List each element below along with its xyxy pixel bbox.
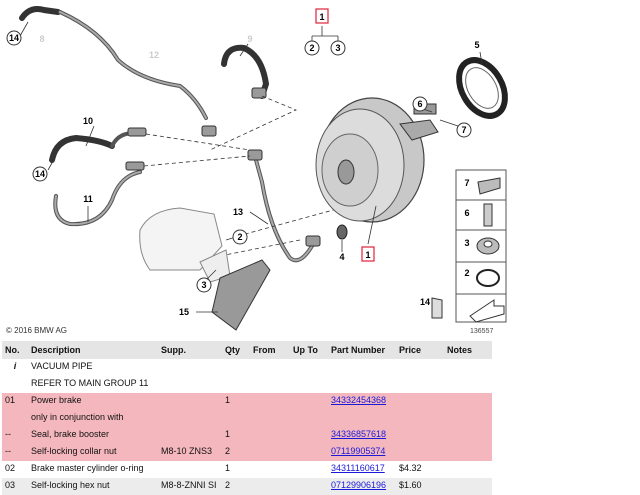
cell-description: Seal, brake booster — [28, 427, 158, 444]
brake-booster — [315, 97, 439, 223]
cell-description: REFER TO MAIN GROUP 11 — [31, 378, 149, 388]
header-description: Description — [28, 341, 158, 359]
callout-9: 9 — [247, 34, 252, 44]
svg-text:3: 3 — [201, 280, 206, 290]
callout-3-top: 3 — [330, 40, 346, 56]
legend-2: 2 — [464, 268, 469, 278]
cell-description: Power brake — [28, 393, 158, 410]
svg-text:2: 2 — [237, 232, 242, 242]
part-number-link[interactable]: 34336857618 — [328, 427, 396, 444]
seal-ring — [456, 57, 508, 119]
svg-text:1: 1 — [319, 12, 324, 22]
callout-14-mid: 14 — [32, 166, 48, 182]
table-row-highlighted: -- Seal, brake booster 1 34336857618 — [2, 427, 492, 444]
callout-6: 6 — [412, 96, 428, 112]
cell-description: only in conjunction with — [28, 410, 158, 427]
parts-diagram: 14 8 12 9 1 2 3 5 6 7 10 14 11 13 2 4 1 … — [6, 6, 508, 331]
leader-lines — [19, 21, 483, 313]
svg-text:2: 2 — [309, 43, 314, 53]
small-seal — [336, 224, 348, 240]
header-price: Price — [396, 341, 444, 359]
part-number-link[interactable]: 34311160617 — [331, 463, 385, 473]
diagram-ref-number: 136557 — [470, 328, 494, 335]
svg-text:7: 7 — [461, 125, 466, 135]
svg-text:1: 1 — [365, 250, 370, 260]
table-row: i VACUUM PIPE — [2, 359, 492, 376]
parts-table: No. Description Supp. Qty From Up To Par… — [2, 341, 492, 495]
callout-2-top: 2 — [304, 40, 320, 56]
callout-14-top: 14 — [6, 30, 22, 46]
callout-12: 12 — [149, 50, 159, 60]
callout-3-mid: 3 — [196, 277, 212, 293]
cell-description: Self-locking collar nut — [28, 444, 158, 461]
info-icon: i — [13, 361, 17, 371]
callout-13: 13 — [233, 207, 243, 217]
table-row-highlighted: -- Self-locking collar nut M8-10 ZNS3 2 … — [2, 444, 492, 461]
svg-text:14: 14 — [9, 33, 19, 43]
header-notes: Notes — [444, 341, 492, 359]
svg-text:3: 3 — [335, 43, 340, 53]
callout-15: 15 — [179, 307, 189, 317]
header-supp: Supp. — [158, 341, 222, 359]
callout-8: 8 — [39, 34, 44, 44]
cell-description: VACUUM PIPE — [31, 361, 93, 371]
header-qty: Qty — [222, 341, 250, 359]
part-number-link[interactable]: 07129906196 — [328, 478, 396, 495]
svg-text:6: 6 — [417, 99, 422, 109]
callout-1-main: 1 — [361, 246, 375, 262]
legend-7: 7 — [464, 178, 469, 188]
callout-7: 7 — [456, 122, 472, 138]
table-row-highlighted: 01 Power brake 1 34332454368 — [2, 393, 492, 410]
callout-1-top: 1 — [315, 8, 329, 24]
legend-6: 6 — [464, 208, 469, 218]
vacuum-hose-group — [19, 6, 314, 263]
header-up-to: Up To — [290, 341, 328, 359]
table-row: 03 Self-locking hex nut M8-8-ZNNI SI 2 0… — [2, 478, 492, 495]
table-row: 02 Brake master cylinder o-ring 1 343111… — [2, 461, 492, 478]
legend-3: 3 — [464, 238, 469, 248]
cell-description: Brake master cylinder o-ring — [31, 463, 144, 473]
header-part-number: Part Number — [328, 341, 396, 359]
svg-text:14: 14 — [35, 169, 45, 179]
legend-panel — [431, 169, 507, 323]
fluid-reservoir — [139, 207, 231, 283]
callout-5: 5 — [474, 40, 479, 50]
callout-2-mid: 2 — [232, 229, 248, 245]
table-header-row: No. Description Supp. Qty From Up To Par… — [2, 341, 492, 359]
header-from: From — [250, 341, 290, 359]
header-no: No. — [2, 341, 28, 359]
callout-11: 11 — [83, 194, 93, 204]
legend-14: 14 — [420, 297, 430, 307]
copyright-text: © 2016 BMW AG — [6, 326, 68, 335]
part-number-link[interactable]: 07119905374 — [328, 444, 396, 461]
callout-10: 10 — [83, 116, 93, 126]
table-row: REFER TO MAIN GROUP 11 — [2, 376, 492, 393]
cell-description: Self-locking hex nut — [28, 478, 158, 495]
callout-4: 4 — [339, 252, 344, 262]
mounting-bracket — [211, 259, 271, 331]
table-row-highlighted: only in conjunction with — [2, 410, 492, 427]
part-number-link[interactable]: 34332454368 — [328, 393, 396, 410]
hose-connectors — [125, 87, 321, 247]
